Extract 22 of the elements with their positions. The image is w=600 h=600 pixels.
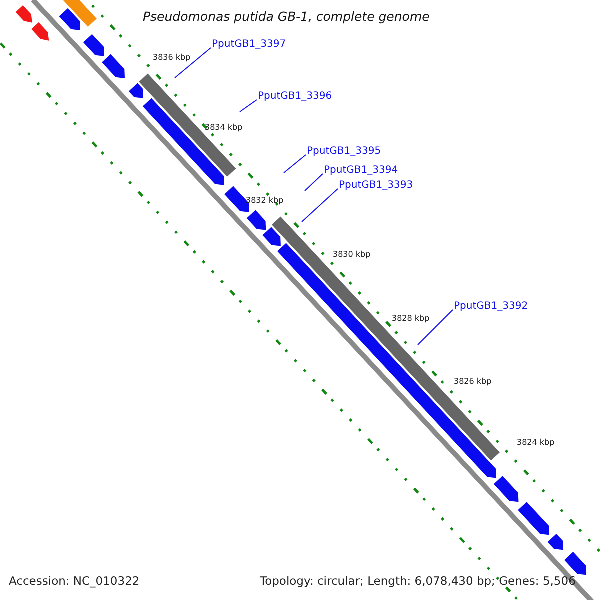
leader-line [240, 100, 258, 112]
accession-text: Accession: NC_010322 [9, 576, 140, 588]
genome-info-text: Topology: circular; Length: 6,078,430 bp; Genes: 5,506 [260, 576, 576, 588]
tick-label: 3836 kbp [153, 54, 191, 62]
tick-label: 3830 kbp [333, 251, 371, 259]
leader-line [418, 310, 454, 346]
gene-label: PputGB1_3397 [212, 40, 286, 50]
leader-line [174, 48, 212, 78]
tick-label: 3828 kbp [392, 315, 430, 323]
gene-label: PputGB1_3394 [324, 166, 398, 176]
leader-line [302, 188, 338, 222]
gene-label: PputGB1_3396 [258, 92, 332, 102]
gene-label: PputGB1_3395 [307, 147, 382, 157]
leader-line [284, 154, 306, 174]
gene-label: PputGB1_3392 [454, 302, 528, 312]
tick-label: 3834 kbp [205, 124, 243, 132]
tick-label: 3826 kbp [454, 378, 492, 386]
gene-label: PputGB1_3393 [339, 181, 414, 191]
tick-label: 3824 kbp [517, 439, 555, 447]
title: Pseudomonas putida GB-1, complete genome [143, 11, 430, 24]
tick-label: 3832 kbp [246, 197, 284, 205]
leader-line [304, 174, 324, 192]
